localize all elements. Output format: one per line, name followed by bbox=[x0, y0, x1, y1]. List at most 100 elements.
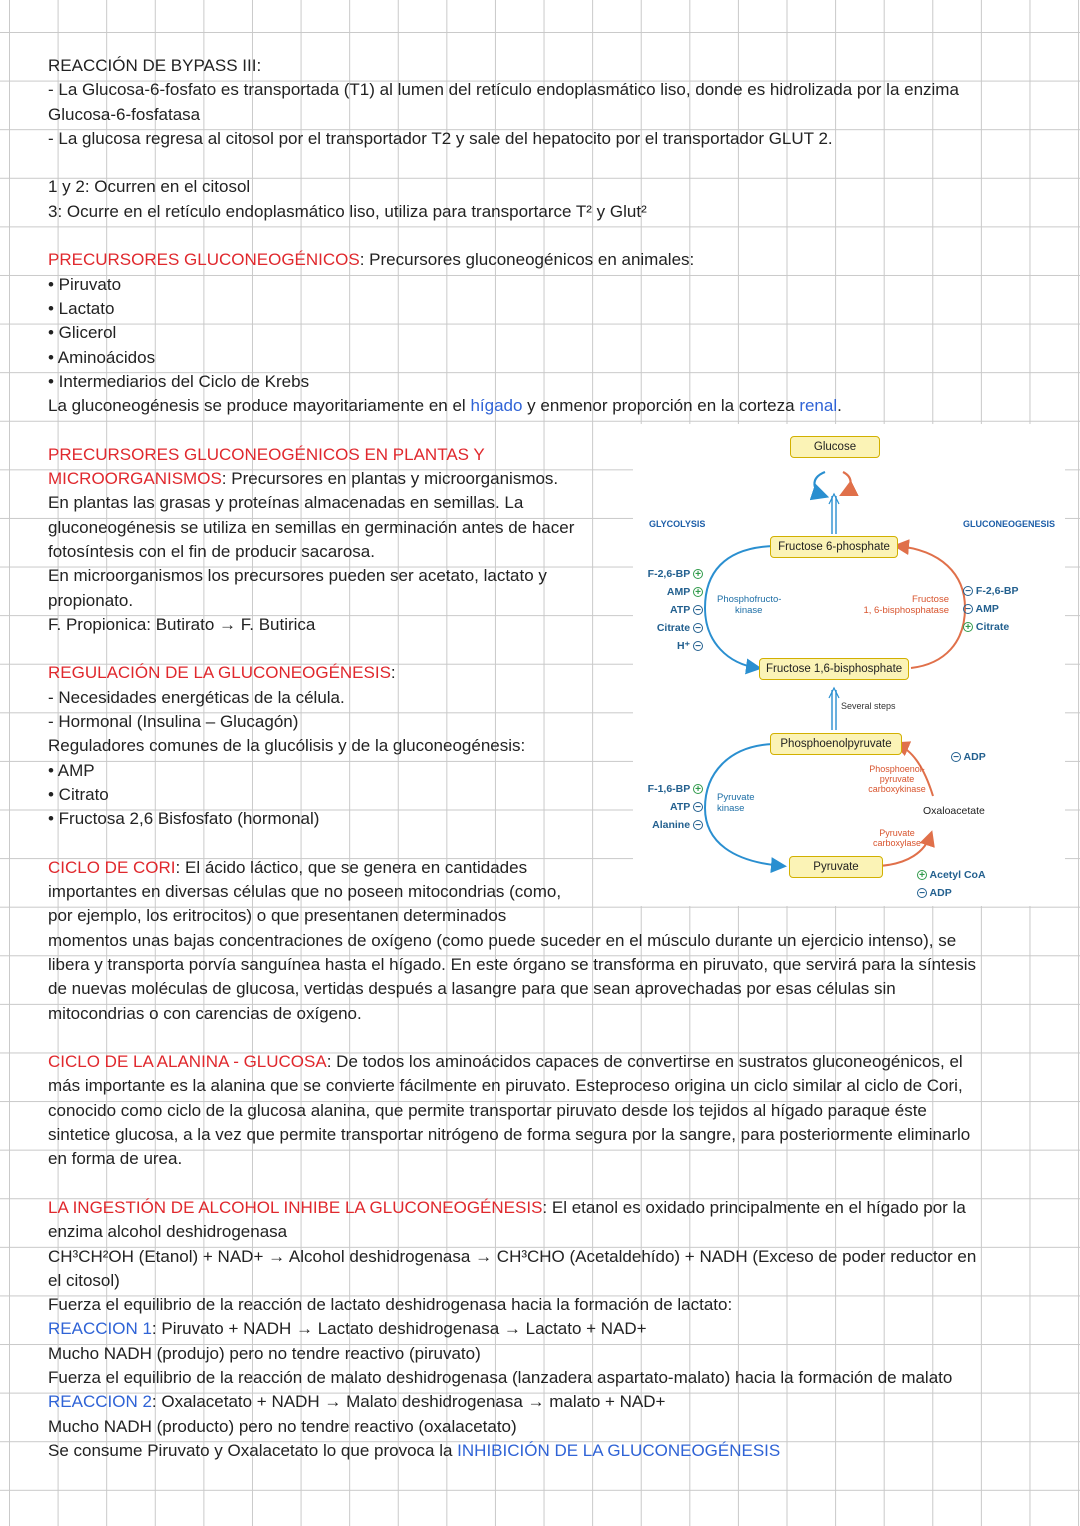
regulator-name: AMP bbox=[666, 586, 691, 598]
plantas-line: En microorganismos los precursores puede… bbox=[48, 566, 547, 586]
spacer bbox=[48, 832, 618, 856]
text-part: : De todos los aminoácidos capaces de co… bbox=[326, 1052, 963, 1072]
pfk-label: Phosphofructo-kinase bbox=[717, 594, 781, 616]
alanina-heading: CICLO DE LA ALANINA - GLUCOSA bbox=[48, 1052, 327, 1072]
pep-box: Phosphoenolpyruvate bbox=[770, 733, 902, 755]
cori-heading-line: CICLO DE CORI: El ácido láctico, que se … bbox=[48, 856, 618, 880]
alcohol-heading-line: LA INGESTIÓN DE ALCOHOL INHIBE LA GLUCON… bbox=[48, 1196, 1048, 1220]
gluconeogenesis-regulators-top: − F-2,6-BP − AMP + Citrate bbox=[963, 582, 1019, 636]
inhibitor-icon: − bbox=[693, 641, 703, 652]
alcohol-line: CH³CH²OH (Etanol) + NAD+ → Alcohol deshi… bbox=[48, 1246, 977, 1266]
plantas-section: PRECURSORES GLUCONEOGÉNICOS EN PLANTAS Y… bbox=[48, 443, 618, 929]
regulacion-line: Reguladores comunes de la glucólisis y d… bbox=[48, 736, 526, 756]
regulacion-heading-line: REGULACIÓN DE LA GLUCONEOGÉNESIS: bbox=[48, 661, 618, 685]
cori-line: importantes en diversas células que no p… bbox=[48, 882, 562, 902]
spacer bbox=[48, 637, 618, 661]
pepck-line: Phosphoenol- bbox=[869, 764, 925, 774]
gluconeogenesis-label: GLUCONEOGENESIS bbox=[963, 519, 1056, 529]
highlight-higado: hígado bbox=[470, 396, 523, 416]
oxaloacetate-label: Oxaloacetate bbox=[923, 805, 985, 817]
regulator-name: Alanine bbox=[652, 819, 691, 831]
precursor-item: • Intermediarios del Ciclo de Krebs bbox=[48, 371, 310, 391]
pepck-regulator: − ADP bbox=[951, 752, 986, 763]
notes-page: REACCIÓN DE BYPASS III: - La Glucosa-6-f… bbox=[48, 54, 1048, 1463]
activator-icon: + bbox=[693, 784, 703, 795]
f6p-box: Fructose 6-phosphate bbox=[770, 536, 898, 558]
inhibitor-icon: − bbox=[693, 605, 703, 616]
bypass-line-3: - La glucosa regresa al citosol por el t… bbox=[48, 128, 833, 148]
precursor-item: • Aminoácidos bbox=[48, 347, 156, 367]
gluconeogenesis-diagram: Glucose GLYCOLYSIS GLUCONEOGENESIS Fruct… bbox=[633, 424, 1065, 906]
plantas-heading: PRECURSORES GLUCONEOGÉNICOS EN PLANTAS Y bbox=[48, 444, 485, 464]
plantas-line: En plantas las grasas y proteínas almace… bbox=[48, 493, 524, 513]
spacer bbox=[48, 1026, 1048, 1050]
bypass-line-2: Glucosa-6-fosfatasa bbox=[48, 104, 201, 124]
precursores-heading-line: PRECURSORES GLUCONEOGÉNICOS: Precursores… bbox=[48, 248, 1048, 272]
regulacion-line: - Hormonal (Insulina – Glucagón) bbox=[48, 712, 299, 732]
regulator-name: Citrate bbox=[975, 621, 1010, 633]
cori-line: libera y transporta porvía sanguínea has… bbox=[48, 954, 976, 974]
plantas-heading-2: MICROORGANISMOS: Precursores en plantas … bbox=[48, 467, 618, 491]
spacer bbox=[48, 1172, 1048, 1196]
activator-icon: + bbox=[917, 870, 927, 881]
several-steps-label: Several steps bbox=[841, 701, 896, 711]
text-part: La gluconeogénesis se produce mayoritari… bbox=[48, 396, 471, 416]
f16bp-box: Fructose 1,6-bisphosphate bbox=[759, 658, 909, 680]
plantas-line: fotosíntesis con el fin de producir saca… bbox=[48, 541, 375, 561]
reaccion-2: REACCION 2: Oxalacetato + NADH → Malato … bbox=[48, 1390, 1048, 1414]
alanina-line: sintetice glucosa, a la vez que permite … bbox=[48, 1125, 971, 1145]
text-part: Se consume Piruvato y Oxalacetato lo que… bbox=[48, 1440, 458, 1460]
alanina-line: más importante es la alanina que se conv… bbox=[48, 1076, 963, 1096]
plantas-heading-part: MICROORGANISMOS bbox=[48, 469, 222, 489]
alanina-line: en forma de urea. bbox=[48, 1149, 183, 1169]
precursores-location: La gluconeogénesis se produce mayoritari… bbox=[48, 394, 1048, 418]
inhibitor-icon: − bbox=[917, 888, 927, 899]
fbpase-line: 1, 6-bisphosphatase bbox=[863, 605, 949, 616]
activator-icon: + bbox=[963, 622, 973, 633]
text-part: . bbox=[837, 396, 842, 416]
inhibicion-highlight: INHIBICIÓN DE LA GLUCONEOGÉNESIS bbox=[457, 1440, 781, 1460]
cori-line: mitocondrias o con carencias de oxígeno. bbox=[48, 1003, 362, 1023]
bypass-heading: REACCIÓN DE BYPASS III: bbox=[48, 56, 262, 75]
pc-line: Pyruvate bbox=[879, 828, 915, 838]
pyruvate-box: Pyruvate bbox=[789, 856, 883, 878]
regulacion-item: • AMP bbox=[48, 760, 95, 780]
plantas-line: propionato. bbox=[48, 590, 134, 610]
alcohol-line: Fuerza el equilibrio de la reacción de m… bbox=[48, 1368, 953, 1388]
glycolysis-label: GLYCOLYSIS bbox=[649, 519, 706, 529]
diagram-arrows bbox=[703, 470, 967, 874]
regulator-name: F-2,6-BP bbox=[975, 585, 1019, 597]
regulator-name: AMP bbox=[975, 603, 999, 615]
pc-line: carboxylase bbox=[872, 838, 922, 848]
text-part: : El etanol es oxidado principalmente en… bbox=[542, 1197, 966, 1217]
highlight-renal: renal bbox=[799, 396, 838, 416]
inhibitor-icon: − bbox=[693, 820, 703, 831]
alcohol-conclusion: Se consume Piruvato y Oxalacetato lo que… bbox=[48, 1439, 1048, 1463]
alanina-heading-line: CICLO DE LA ALANINA - GLUCOSA: De todos … bbox=[48, 1050, 1048, 1074]
reaccion-1: REACCION 1: Piruvato + NADH → Lactato de… bbox=[48, 1317, 1048, 1341]
cori-line: por ejemplo, los eritrocitos) o que pres… bbox=[48, 906, 507, 926]
regulacion-item: • Citrato bbox=[48, 784, 109, 804]
inhibitor-icon: − bbox=[963, 604, 973, 615]
precursor-item: • Piruvato bbox=[48, 274, 122, 294]
glucose-box: Glucose bbox=[790, 436, 880, 458]
alcohol-line: el citosol) bbox=[48, 1270, 120, 1290]
regulator-name: ADP bbox=[963, 751, 986, 763]
activator-icon: + bbox=[693, 587, 703, 598]
reaccion-2-label: REACCION 2 bbox=[48, 1392, 152, 1412]
regulator-name: Acetyl CoA bbox=[929, 869, 986, 881]
pk-line: kinase bbox=[717, 803, 745, 814]
pfk-line: Phosphofructo- bbox=[717, 594, 782, 605]
alanina-line: conocido como ciclo de la glucosa alanin… bbox=[48, 1100, 927, 1120]
text-part: : Oxalacetato + NADH → Malato deshidroge… bbox=[151, 1392, 666, 1412]
pk-line: Pyruvate bbox=[717, 792, 755, 803]
bypass-line-5: 1 y 2: Ocurren en el citosol bbox=[48, 177, 251, 197]
glycolysis-regulators-bottom: F-1,6-BP + ATP − Alanine − bbox=[637, 780, 703, 834]
precursor-item: • Glicerol bbox=[48, 323, 117, 343]
regulator-name: ADP bbox=[929, 887, 952, 899]
cori-line: de nuevas moléculas de glucosa, vertidas… bbox=[48, 979, 896, 999]
precursores-subtitle: : Precursores gluconeogénicos en animale… bbox=[359, 250, 695, 270]
